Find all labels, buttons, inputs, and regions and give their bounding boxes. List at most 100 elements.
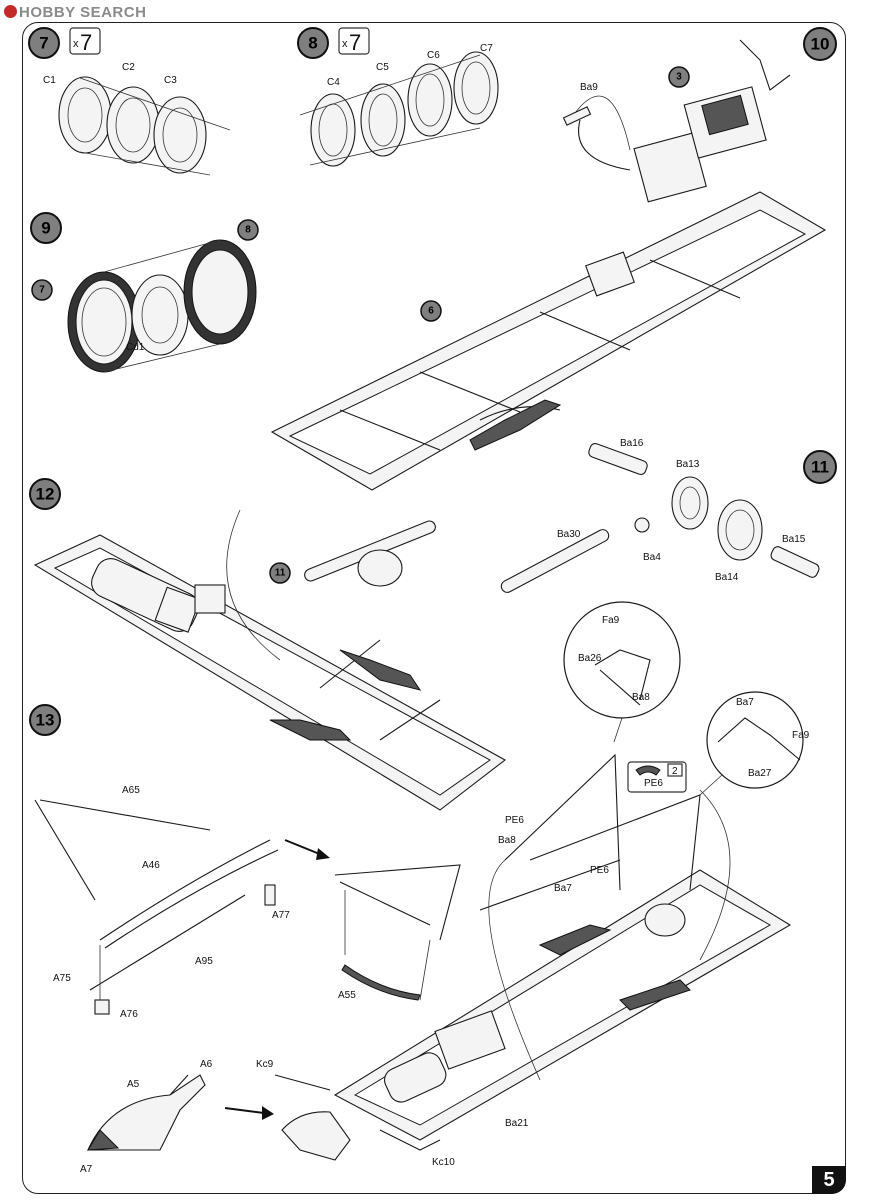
step-10-callout-6: 6 bbox=[420, 300, 442, 322]
svg-text:x: x bbox=[342, 38, 348, 50]
part-label-Ba9: Ba9 bbox=[580, 82, 598, 93]
step-12-number: 12 bbox=[36, 485, 55, 504]
step-13-front-assembly bbox=[274, 1074, 441, 1161]
step-8-number: 8 bbox=[308, 34, 317, 53]
step-10-group: 10 bbox=[270, 27, 837, 491]
part-label-Ba8-lower: Ba8 bbox=[498, 835, 516, 846]
photoetch-count: 2 bbox=[672, 766, 678, 777]
part-label-A76: A76 bbox=[120, 1009, 138, 1020]
part-label-C7: C7 bbox=[480, 43, 493, 54]
step-10-callout-3: 3 bbox=[668, 66, 690, 88]
part-label-Cd1: Cd1 bbox=[126, 342, 145, 353]
step-7-group: 7 x 7 C1 C2 C3 bbox=[28, 27, 231, 176]
step-13-spring-assembly bbox=[334, 864, 461, 1001]
step-13-number: 13 bbox=[36, 711, 55, 730]
part-label-Ba30: Ba30 bbox=[557, 529, 581, 540]
step-7-quantity: x 7 bbox=[69, 27, 101, 55]
step-13-rear-frame-parts bbox=[34, 799, 279, 1015]
part-label-PE6-lower: PE6 bbox=[590, 865, 609, 876]
part-label-A65: A65 bbox=[122, 785, 140, 796]
part-label-Ba21: Ba21 bbox=[505, 1118, 529, 1129]
part-label-A5: A5 bbox=[127, 1079, 140, 1090]
part-label-A46: A46 bbox=[142, 860, 160, 871]
part-label-Ba7-lower: Ba7 bbox=[554, 883, 572, 894]
svg-text:8: 8 bbox=[245, 225, 251, 236]
part-label-Ba16: Ba16 bbox=[620, 438, 644, 449]
svg-text:6: 6 bbox=[428, 306, 434, 317]
part-label-C3: C3 bbox=[164, 75, 177, 86]
part-label-C6: C6 bbox=[427, 50, 440, 61]
step-9-wheel bbox=[67, 239, 257, 373]
page-number: 5 bbox=[812, 1166, 846, 1194]
part-label-A6: A6 bbox=[200, 1059, 213, 1070]
svg-text:7: 7 bbox=[39, 285, 45, 296]
step-9-number: 9 bbox=[41, 219, 50, 238]
part-label-A7: A7 bbox=[80, 1164, 93, 1175]
part-label-Ba26: Ba26 bbox=[578, 653, 602, 664]
part-label-A95: A95 bbox=[195, 956, 213, 967]
part-label-C1: C1 bbox=[43, 75, 56, 86]
step-9-callout-8: 8 bbox=[237, 219, 259, 241]
part-label-C2: C2 bbox=[122, 62, 135, 73]
step-11-number: 11 bbox=[811, 458, 829, 477]
svg-text:7: 7 bbox=[80, 30, 92, 55]
step-12-group: 12 11 bbox=[29, 478, 506, 811]
svg-text:11: 11 bbox=[275, 568, 286, 579]
step-11-group: 11 Ba16 Ba13 Ba30 Ba4 Ba14 Ba15 bbox=[500, 438, 837, 593]
part-label-PE6-note: PE6 bbox=[644, 778, 663, 789]
step-8-quantity: x 7 bbox=[338, 27, 370, 55]
part-label-Fa9-right: Fa9 bbox=[792, 730, 810, 741]
watermark: HOBBY SEARCH bbox=[4, 4, 146, 21]
step-9-group: 9 8 7 Cd1 bbox=[30, 212, 259, 373]
step-10-badge: 10 bbox=[803, 27, 837, 61]
page-border bbox=[22, 22, 846, 1194]
part-label-Fa9-left: Fa9 bbox=[602, 615, 620, 626]
part-label-C4: C4 bbox=[327, 77, 340, 88]
step-7-badge: 7 bbox=[28, 27, 60, 59]
step-12-badge: 12 bbox=[29, 478, 61, 510]
part-label-A55: A55 bbox=[338, 990, 356, 1001]
step-10-number: 10 bbox=[811, 35, 830, 54]
part-label-Ba14: Ba14 bbox=[715, 572, 739, 583]
step-13-arrow-lower bbox=[224, 1106, 274, 1120]
part-label-Kc10: Kc10 bbox=[432, 1157, 455, 1168]
step-9-callout-7: 7 bbox=[31, 279, 53, 301]
part-label-Ba7-right: Ba7 bbox=[736, 697, 754, 708]
step-12-frame bbox=[33, 509, 506, 811]
part-label-Ba4: Ba4 bbox=[643, 552, 661, 563]
step-10-frame bbox=[270, 191, 827, 491]
step-7-rings bbox=[58, 76, 231, 176]
svg-text:7: 7 bbox=[349, 30, 361, 55]
step-8-badge: 8 bbox=[297, 27, 329, 59]
step-13-main-frame bbox=[333, 753, 792, 1141]
part-label-Ba13: Ba13 bbox=[676, 459, 700, 470]
step-9-badge: 9 bbox=[30, 212, 62, 244]
step-10-engine bbox=[562, 39, 791, 203]
step-13-arrow-upper bbox=[284, 839, 330, 860]
detail-circle-right: Ba7 Fa9 Ba27 bbox=[699, 691, 810, 796]
step-11-badge: 11 bbox=[803, 450, 837, 484]
watermark-logo-icon bbox=[4, 5, 17, 18]
part-label-Ba27: Ba27 bbox=[748, 768, 772, 779]
part-label-A77: A77 bbox=[272, 910, 290, 921]
watermark-text: HOBBY SEARCH bbox=[19, 4, 147, 21]
step-13-fender-parts bbox=[87, 1074, 206, 1151]
part-label-PE6-upper: PE6 bbox=[505, 815, 524, 826]
svg-text:3: 3 bbox=[676, 72, 682, 83]
part-label-Kc9: Kc9 bbox=[256, 1059, 274, 1070]
photoetch-note: 2 PE6 bbox=[627, 761, 687, 793]
part-label-Ba8-left: Ba8 bbox=[632, 692, 650, 703]
step-8-rings bbox=[299, 51, 499, 167]
step-13-group: 13 A65 A46 A77 A95 A75 A76 bbox=[29, 704, 792, 1175]
detail-circle-left: Fa9 Ba26 Ba8 bbox=[563, 601, 681, 743]
svg-text:x: x bbox=[73, 38, 79, 50]
step-8-group: 8 x 7 C4 C5 C6 C7 bbox=[297, 27, 499, 167]
part-label-C5: C5 bbox=[376, 62, 389, 73]
part-label-Ba15: Ba15 bbox=[782, 534, 806, 545]
part-label-A75: A75 bbox=[53, 973, 71, 984]
step-12-callout-11: 11 bbox=[269, 562, 291, 584]
step-7-number: 7 bbox=[39, 34, 48, 53]
step-13-badge: 13 bbox=[29, 704, 61, 736]
